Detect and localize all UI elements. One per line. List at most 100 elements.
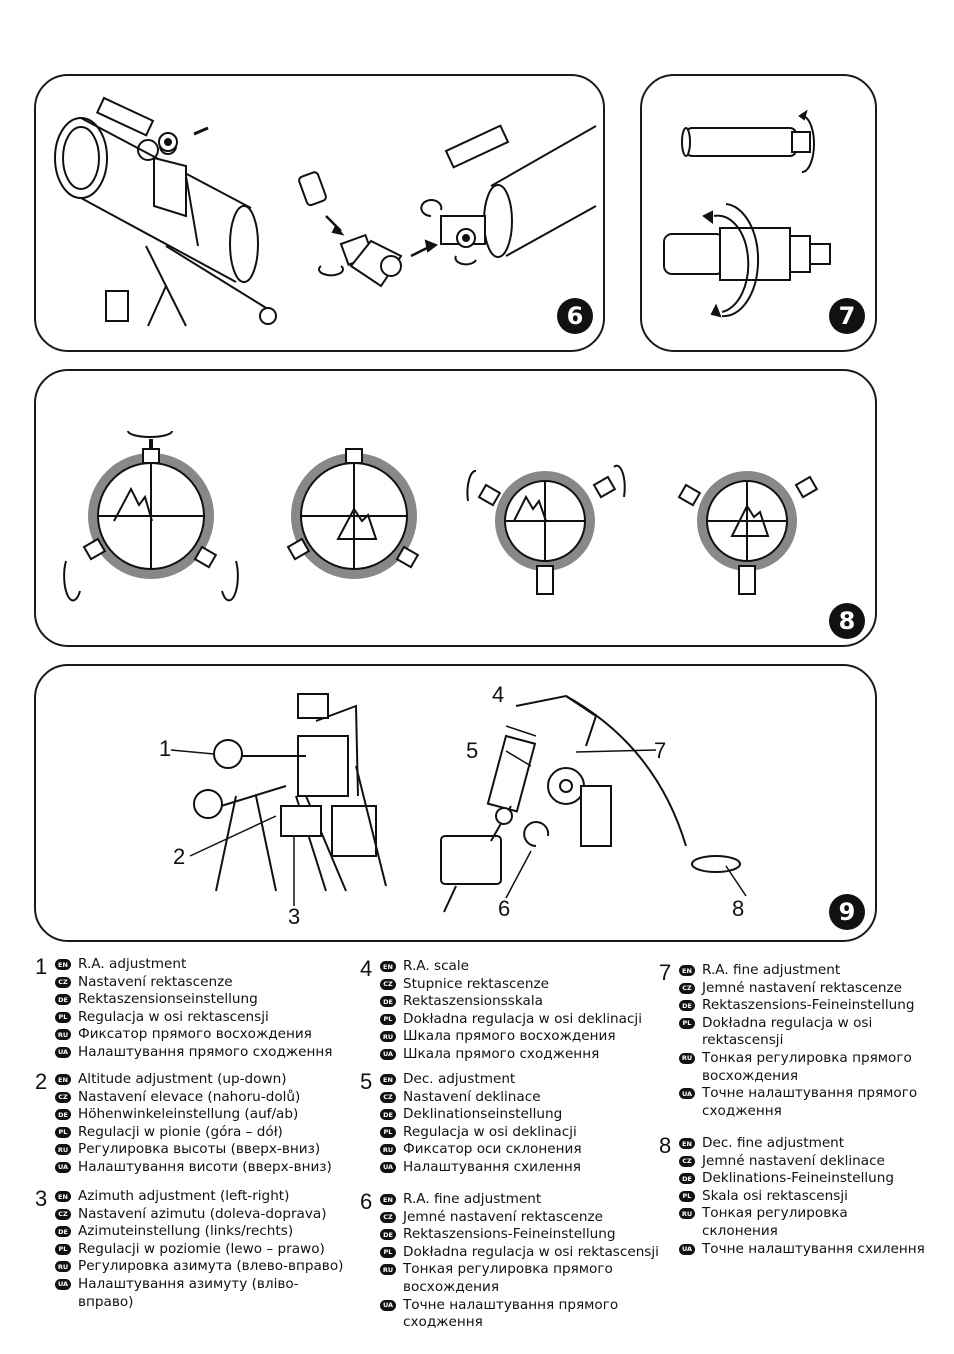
legend-text: Фиксатор оси склонения: [403, 1141, 582, 1158]
legend-text: Налаштування висоти (вверх-вниз): [78, 1158, 332, 1175]
legend-text: Skala osi rektascensji: [702, 1187, 848, 1204]
callout-5: 5: [466, 738, 479, 763]
eyepiece-focus-illustration: [663, 109, 831, 318]
legend-text: Jemné nastavení rektascenze: [702, 979, 902, 996]
figure-8-panel: 8: [34, 369, 877, 647]
legend-number: 7: [659, 960, 672, 985]
language-badge: EN: [679, 1138, 695, 1149]
telescope-eyepiece-illustration: [54, 96, 597, 327]
language-badge: EN: [55, 1074, 71, 1085]
language-badge: PL: [679, 1190, 695, 1202]
figure-7-badge: 7: [829, 298, 865, 334]
legend-text: Регулировка азимута (влево-вправо): [78, 1258, 344, 1275]
callout-7: 7: [654, 738, 667, 763]
legend-number: 2: [35, 1069, 48, 1094]
language-badge: CZ: [55, 1208, 71, 1220]
callout-1: 1: [159, 736, 172, 761]
language-badge: DE: [380, 1109, 396, 1121]
language-badge: UA: [55, 1046, 71, 1058]
legend-row: EN R.A. scale: [372, 958, 672, 976]
language-badge: DE: [55, 1226, 71, 1238]
language-badge: DE: [380, 1229, 396, 1241]
legend-text: Regulacji w poziomie (lewo – prawo): [78, 1240, 325, 1257]
legend-number: 3: [35, 1186, 48, 1211]
legend-text: R.A. adjustment: [78, 956, 187, 972]
language-badge: CZ: [679, 982, 695, 994]
figure-8-badge: 8: [829, 603, 865, 639]
language-badge: UA: [55, 1278, 71, 1290]
language-badge: PL: [55, 1243, 71, 1255]
legend-row: RU Тонкая регулировка склонения: [671, 1205, 926, 1240]
legend-text: Azimuth adjustment (left-right): [78, 1188, 290, 1204]
legend-text: Nastavení rektascenze: [78, 973, 233, 990]
callout-8: 8: [732, 896, 745, 921]
language-badge: UA: [679, 1243, 695, 1255]
language-badge: RU: [679, 1208, 695, 1220]
legend-text: R.A. fine adjustment: [403, 1191, 542, 1207]
language-badge: PL: [380, 1246, 396, 1258]
figure-6-panel: 6: [34, 74, 605, 352]
legend-number: 8: [659, 1133, 672, 1158]
legend-text: Налаштування схилення: [403, 1158, 581, 1175]
legend-text: Тонкая регулировка склонения: [702, 1205, 848, 1239]
legend-text: Rektaszensionsskala: [403, 993, 543, 1010]
language-badge: EN: [380, 961, 396, 972]
legend-row: UA Налаштування висоти (вверх-вниз): [47, 1159, 347, 1177]
language-badge: PL: [55, 1126, 71, 1138]
legend-text: Altitude adjustment (up-down): [78, 1071, 287, 1087]
legend-text: Шкала прямого восхождения: [403, 1028, 616, 1045]
mount-side-view-drawing: [440, 694, 747, 913]
legend-text: Nastavení azimutu (doleva-doprava): [78, 1205, 327, 1222]
language-badge: DE: [55, 1109, 71, 1121]
language-badge: PL: [55, 1011, 71, 1023]
legend-text: Налаштування прямого сходження: [78, 1043, 333, 1060]
legend-text: Rektaszensions-Feineinstellung: [702, 997, 915, 1014]
language-badge: CZ: [55, 1091, 71, 1103]
language-badge: RU: [380, 1144, 396, 1156]
language-badge: RU: [380, 1031, 396, 1043]
language-badge: UA: [380, 1161, 396, 1173]
mount-front-view-drawing: [170, 693, 387, 906]
language-badge: CZ: [380, 1211, 396, 1223]
legend-text: Regulacja w osi deklinacji: [403, 1123, 577, 1140]
language-badge: UA: [55, 1161, 71, 1173]
legend-text: Deklinationseinstellung: [403, 1106, 563, 1123]
legend-text: Точне налаштування прямого сходження: [403, 1296, 619, 1331]
legend-text: R.A. scale: [403, 958, 470, 974]
legend-text: R.A. fine adjustment: [702, 962, 841, 978]
legend-text: Регулировка высоты (вверх-вниз): [78, 1141, 321, 1158]
callout-6: 6: [498, 896, 511, 921]
figure-6-badge: 6: [557, 298, 593, 334]
callout-2: 2: [173, 844, 186, 869]
language-badge: CZ: [679, 1155, 695, 1167]
finder-reticle-4: [677, 471, 819, 595]
language-badge: DE: [679, 1173, 695, 1185]
